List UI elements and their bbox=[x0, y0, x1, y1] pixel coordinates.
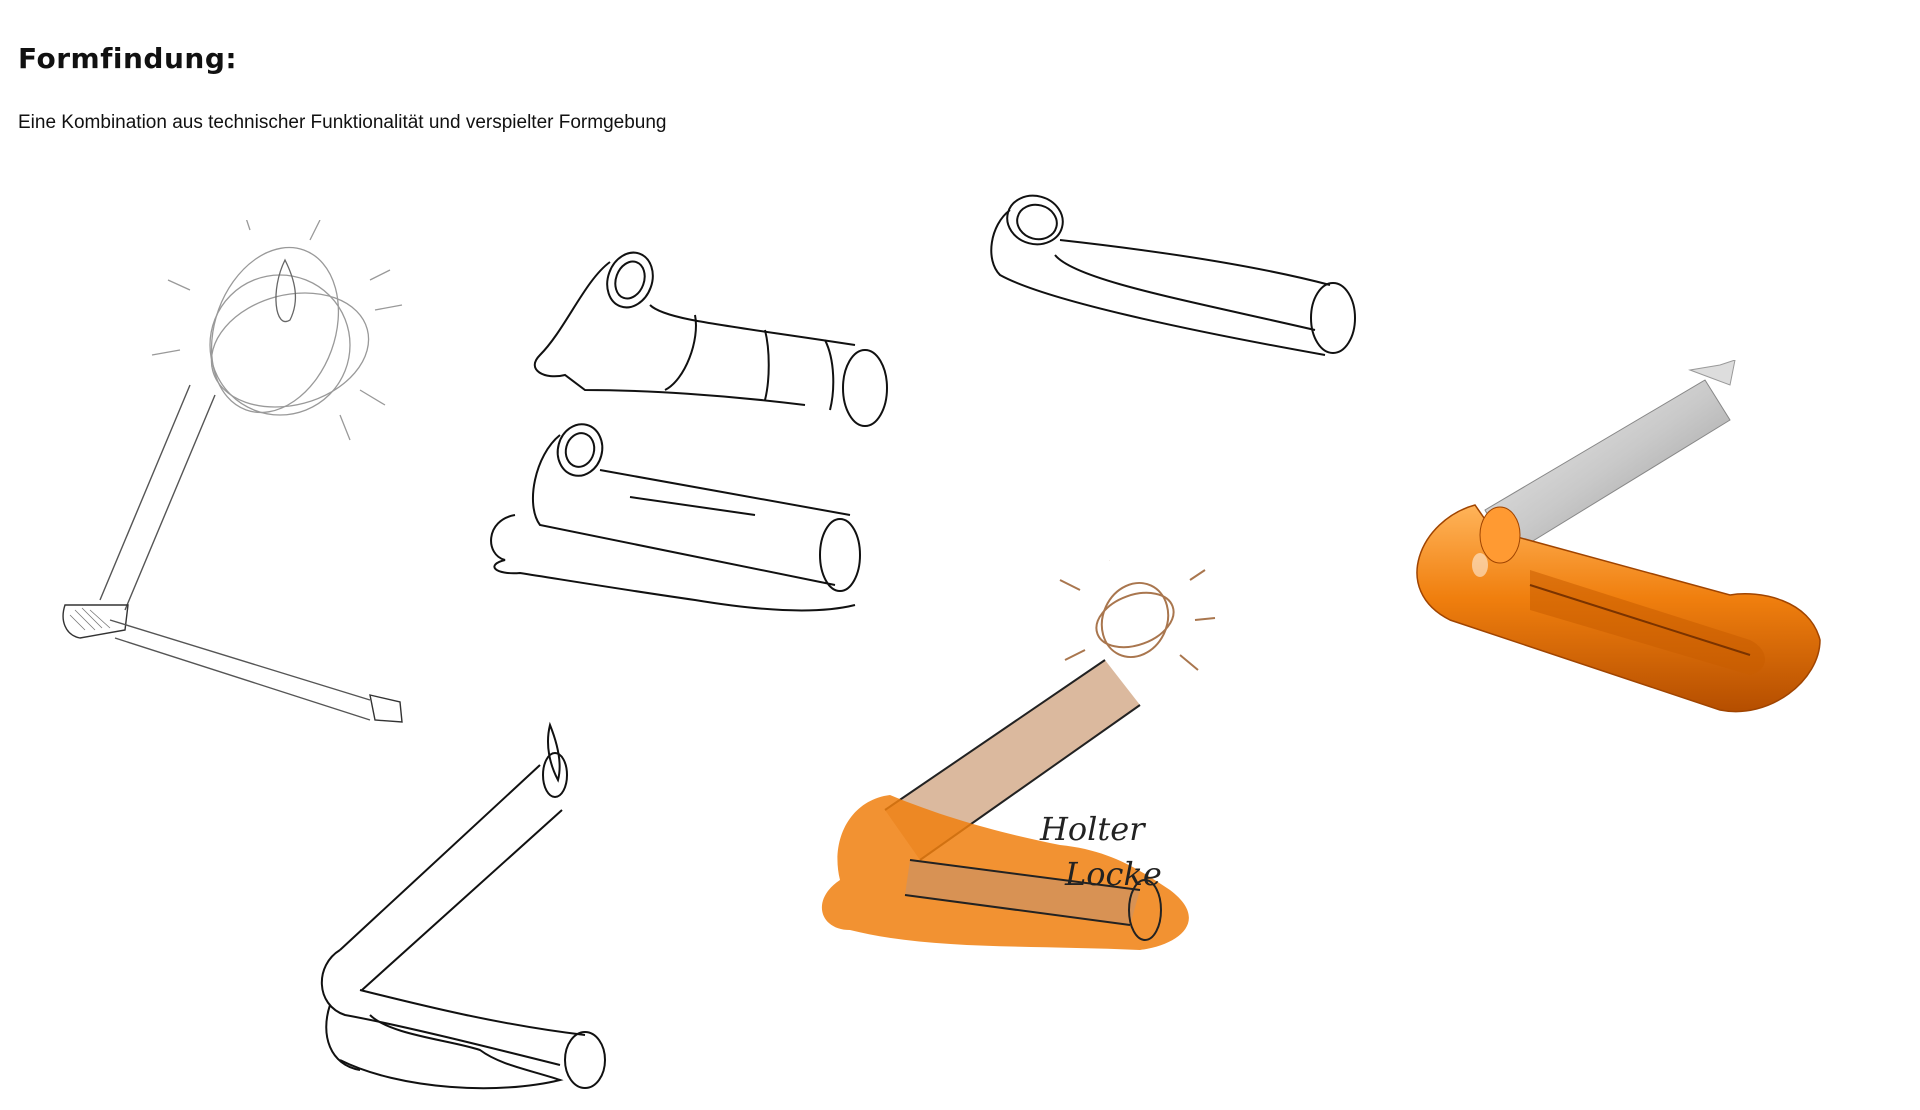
handwriting-line-1: Holter bbox=[1039, 810, 1146, 848]
candle-holder-pencil-sketch-icon bbox=[62, 220, 403, 723]
page-subtitle: Eine Kombination aus technischer Funktio… bbox=[18, 112, 667, 133]
candle-holder-lumpy-sketch-icon bbox=[320, 721, 606, 1090]
orange-candle-holder-render-icon bbox=[1416, 360, 1821, 713]
melted-base-sketch-icon bbox=[490, 423, 861, 612]
page-title: Formfindung: bbox=[18, 42, 238, 75]
colored-candle-sketch-icon: Holter Locke bbox=[821, 560, 1216, 950]
curved-handle-sketch-icon bbox=[533, 251, 888, 427]
tube-holder-outline-sketch-icon bbox=[990, 194, 1356, 356]
handwriting-line-2: Locke bbox=[1064, 855, 1162, 893]
